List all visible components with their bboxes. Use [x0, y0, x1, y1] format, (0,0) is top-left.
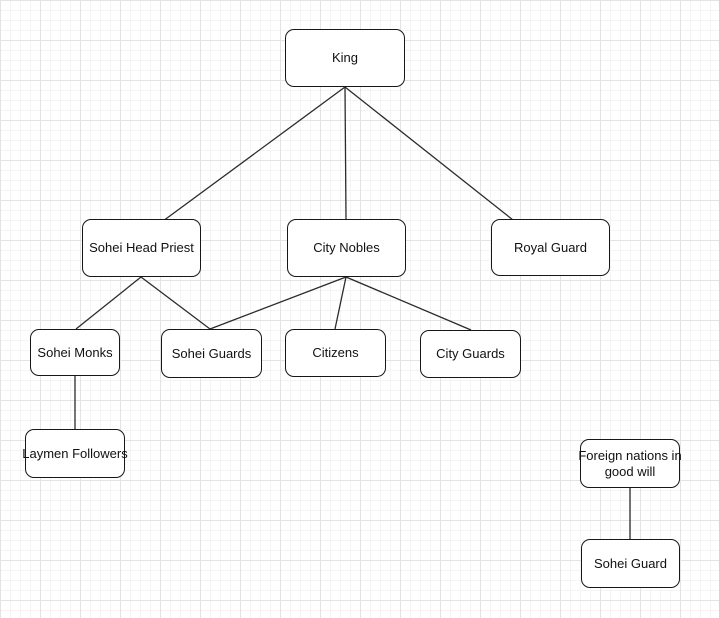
diagram-node-sohei-guard[interactable]: Sohei Guard	[581, 539, 680, 588]
node-label-city-guards: City Guards	[436, 346, 505, 361]
node-label-laymen-followers: Laymen Followers	[22, 445, 128, 461]
node-label-city-nobles: City Nobles	[313, 240, 380, 255]
diagram-node-laymen-followers[interactable]: Laymen Followers	[22, 429, 128, 478]
diagram-node-foreign-nations[interactable]: Foreign nations in good will	[578, 439, 682, 488]
node-label-king: King	[331, 50, 359, 65]
edge-city-nobles-to-sohei-guards[interactable]	[209, 276, 347, 330]
node-label-sohei-guards: Sohei Guards	[171, 345, 252, 361]
edge-city-nobles-to-city-guards[interactable]	[345, 276, 472, 331]
diagram-node-city-guards[interactable]: City Guards	[420, 330, 521, 378]
edge-city-nobles-to-citizens[interactable]	[334, 276, 347, 330]
edge-king-to-sohei-head-priest[interactable]	[162, 86, 346, 222]
diagram-node-sohei-head-priest[interactable]: Sohei Head Priest	[82, 219, 201, 277]
diagram-node-royal-guard[interactable]: Royal Guard	[491, 219, 610, 276]
diagram-node-city-nobles[interactable]: City Nobles	[287, 219, 406, 277]
diagram-node-king[interactable]: King	[285, 29, 405, 87]
edge-sohei-head-priest-to-sohei-monks[interactable]	[75, 276, 142, 330]
node-label-royal-guard: Royal Guard	[514, 239, 587, 255]
diagram-node-sohei-monks[interactable]: Sohei Monks	[30, 329, 120, 376]
node-label-sohei-monks: Sohei Monks	[37, 344, 113, 360]
edge-king-to-city-nobles[interactable]	[344, 86, 347, 220]
diagram-node-sohei-guards[interactable]: Sohei Guards	[161, 329, 262, 378]
edge-sohei-head-priest-to-sohei-guards[interactable]	[140, 276, 211, 330]
edge-king-to-royal-guard[interactable]	[344, 86, 514, 221]
diagram-node-citizens[interactable]: Citizens	[285, 329, 386, 377]
node-label-sohei-guard: Sohei Guard	[594, 555, 667, 571]
node-label-citizens: Citizens	[312, 345, 359, 360]
node-label-foreign-nations: Foreign nations in good will	[578, 447, 682, 479]
node-label-sohei-head-priest: Sohei Head Priest	[89, 240, 194, 255]
